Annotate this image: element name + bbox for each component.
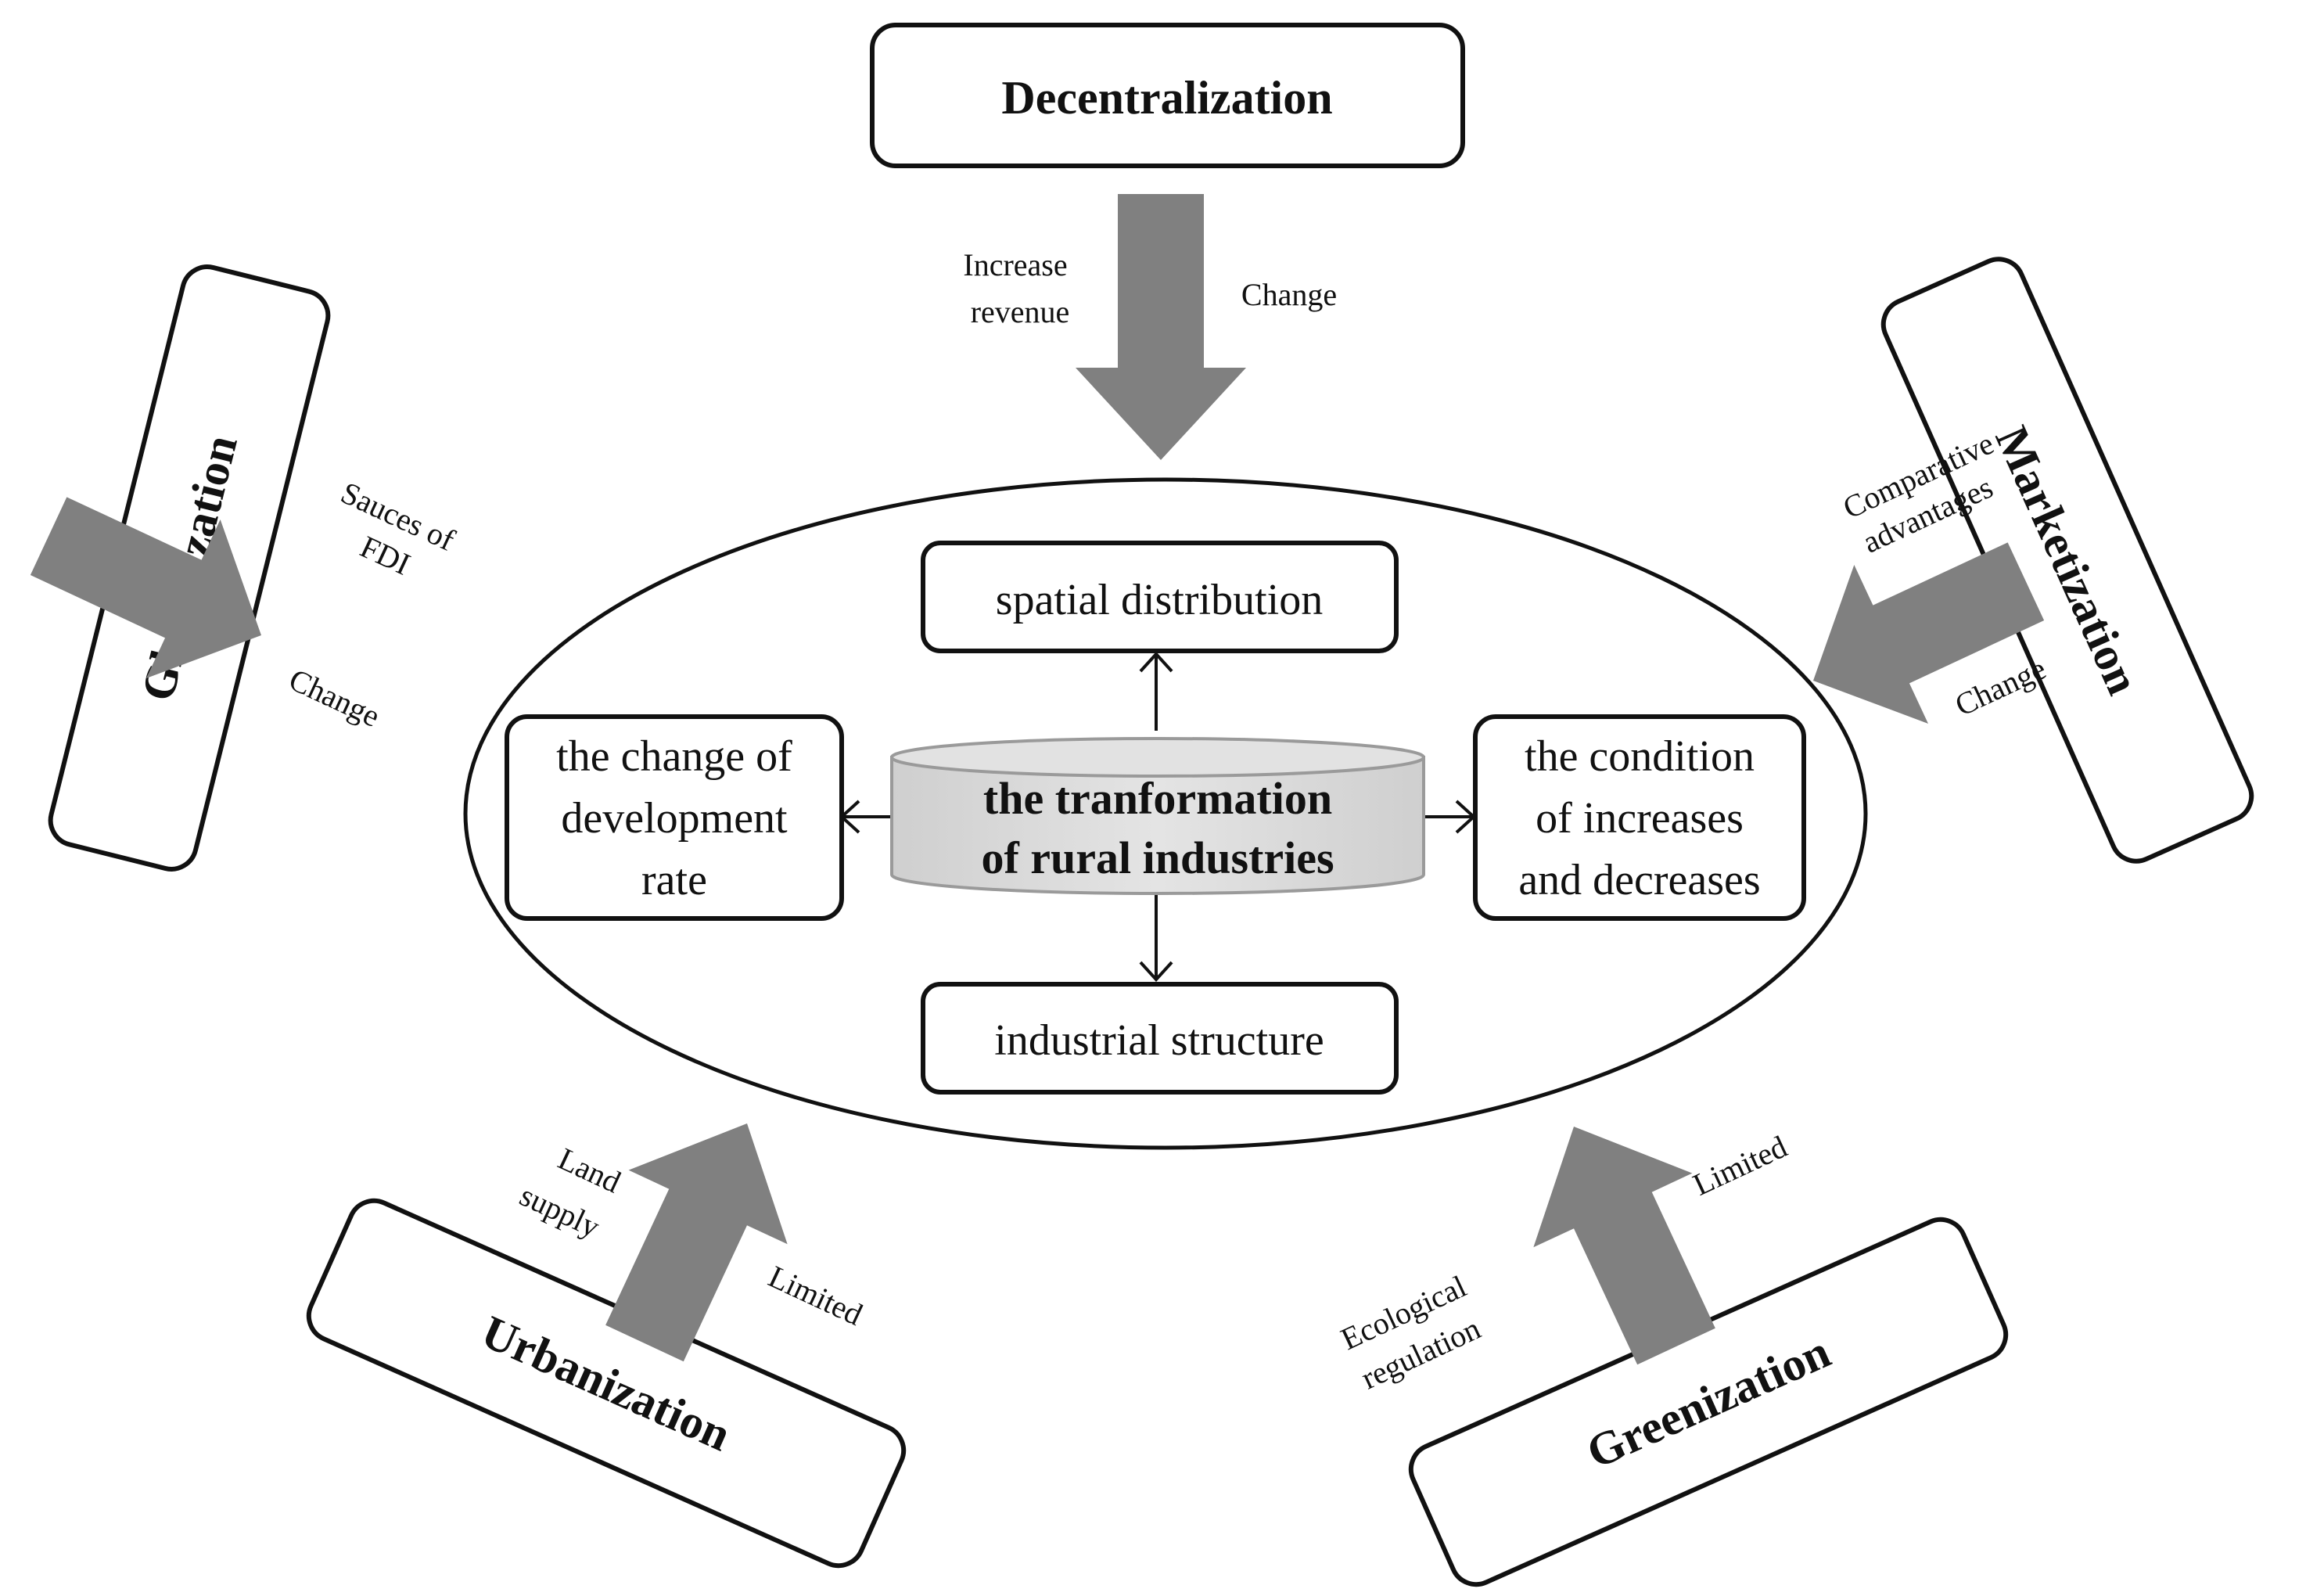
marketization-arrow: [1813, 542, 2045, 724]
decentralization-effect-revenue: revenue: [971, 294, 1070, 329]
increases-decreases-line3: and decreases: [1518, 856, 1760, 904]
development-rate-line3: rate: [641, 856, 707, 904]
urbanization-effect-land: Land: [553, 1141, 627, 1200]
increases-decreases-box: the condition of increases and decreases: [1473, 714, 1806, 921]
decentralization-effect-increase: Increase: [963, 247, 1067, 282]
development-rate-box: the change of development rate: [505, 714, 844, 921]
industrial-structure-box: industrial structure: [921, 982, 1399, 1095]
development-rate-line1: the change of: [556, 732, 792, 781]
globalization-effect-change: Change: [284, 662, 386, 734]
urbanization-effect-limited: Limited: [763, 1259, 868, 1332]
increases-decreases-line2: of increases: [1536, 794, 1744, 843]
urbanization-driver: Urbanization: [306, 1198, 907, 1569]
marketization-effect-change: Change: [1949, 651, 2051, 723]
decentralization-driver: Decentralization: [870, 23, 1465, 168]
globalization-arrow: [30, 497, 261, 679]
greenization-driver: Greenization: [1408, 1217, 2009, 1587]
spatial-distribution-label: spatial distribution: [996, 576, 1323, 624]
greenization-arrow: [1533, 1127, 1715, 1365]
spatial-distribution-box: spatial distribution: [921, 541, 1399, 653]
decentralization-effect-change: Change: [1241, 277, 1337, 312]
connector-up: [1139, 652, 1173, 731]
decentralization-box: [870, 23, 1465, 168]
connector-down: [1139, 893, 1173, 982]
greenization-effect-limited: Limited: [1687, 1129, 1792, 1202]
core-cylinder: the tranformation of rural industries: [890, 737, 1425, 895]
decentralization-label: Decentralization: [1001, 72, 1332, 124]
increases-decreases-line1: the condition: [1525, 732, 1755, 781]
urbanization-arrow: [605, 1123, 788, 1362]
core-line2: of rural industries: [981, 832, 1334, 883]
decentralization-arrow: [1076, 194, 1246, 460]
development-rate-line2: development: [561, 794, 788, 843]
marketization-driver: Marketization: [1880, 257, 2254, 864]
industrial-structure-label: industrial structure: [994, 1016, 1324, 1065]
core-line1: the tranformation: [983, 773, 1332, 824]
